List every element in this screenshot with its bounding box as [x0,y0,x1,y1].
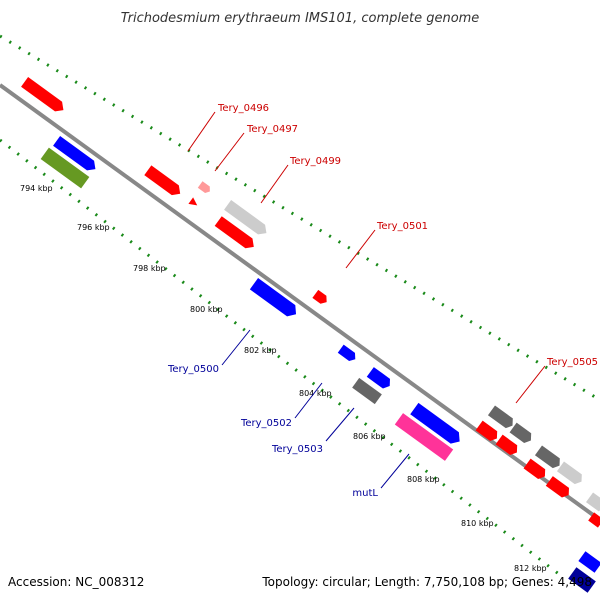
gene-arrow[interactable] [21,77,67,115]
tick-label: 796 kbp [77,223,110,232]
callout-line [294,382,323,419]
gene-arrow[interactable] [410,402,464,447]
gene-arrow[interactable] [188,197,199,208]
tick-label: 800 kbp [190,305,223,314]
gene-arrow[interactable] [545,476,572,500]
tick-label: 810 kbp [461,519,494,528]
gene-label-tery-0499[interactable]: Tery_0499 [289,156,341,167]
gene-arrow[interactable] [53,136,99,174]
tick-label: 798 kbp [133,264,166,273]
gene-arrow[interactable] [475,420,501,444]
gene-arrow[interactable] [509,422,535,446]
gene-label-mutl[interactable]: mutL [352,488,378,499]
gene-label-tery-0505[interactable]: Tery_0505 [546,357,598,368]
gene-labels: Tery_0496 Tery_0497 Tery_0499 Tery_0501 … [167,103,598,499]
callout-line [221,329,251,366]
inner-guide-dots [0,138,561,577]
gene-arrow[interactable] [534,445,563,471]
callout-line [187,111,216,152]
gene-label-tery-0503[interactable]: Tery_0503 [271,444,323,455]
gene-arrow[interactable] [366,367,393,391]
map-title: Trichodesmium erythraeum IMS101, complet… [121,11,480,26]
callout-lines [187,111,546,489]
gene-arrow[interactable] [586,492,600,512]
gene-arrow[interactable] [197,181,212,195]
callout-line [325,407,355,442]
gene-arrow[interactable] [40,147,90,189]
tick-label: 804 kbp [299,389,332,398]
gene-arrow[interactable] [224,200,270,238]
gene-arrow[interactable] [249,278,300,320]
gene-label-tery-0502[interactable]: Tery_0502 [240,418,292,429]
gene-arrow[interactable] [568,567,596,593]
callout-line [515,365,546,404]
gene-arrow[interactable] [214,216,258,252]
gene-label-tery-0501[interactable]: Tery_0501 [376,221,428,232]
accession-text: Accession: NC_008312 [8,575,144,589]
gene-label-tery-0500[interactable]: Tery_0500 [167,364,219,375]
gene-arrow[interactable] [144,165,183,198]
gene-arrow[interactable] [495,434,521,458]
tick-label: 802 kbp [244,346,277,355]
callout-line [214,132,245,172]
gene-arrow[interactable] [523,458,549,482]
tick-label: 794 kbp [20,184,53,193]
genome-stats-text: Topology: circular; Length: 7,750,108 bp… [261,575,592,589]
outer-guide-dots [0,34,600,402]
tick-label: 812 kbp [514,564,547,573]
tick-label: 806 kbp [353,432,386,441]
callout-line [345,229,376,269]
gene-arrow[interactable] [487,405,516,431]
gene-label-tery-0496[interactable]: Tery_0496 [217,103,269,114]
gene-features [21,77,600,593]
tick-labels: 794 kbp 796 kbp 798 kbp 800 kbp 802 kbp … [20,184,547,573]
gene-label-tery-0497[interactable]: Tery_0497 [246,124,298,135]
gene-arrow[interactable] [578,551,600,573]
gene-arrow[interactable] [352,377,382,405]
tick-label: 808 kbp [407,475,440,484]
callout-line [380,453,410,489]
gene-arrow[interactable] [394,413,454,461]
gene-arrow[interactable] [556,461,585,487]
gene-arrow[interactable] [312,289,329,306]
gene-arrow[interactable] [337,344,358,364]
callout-line [260,164,289,204]
